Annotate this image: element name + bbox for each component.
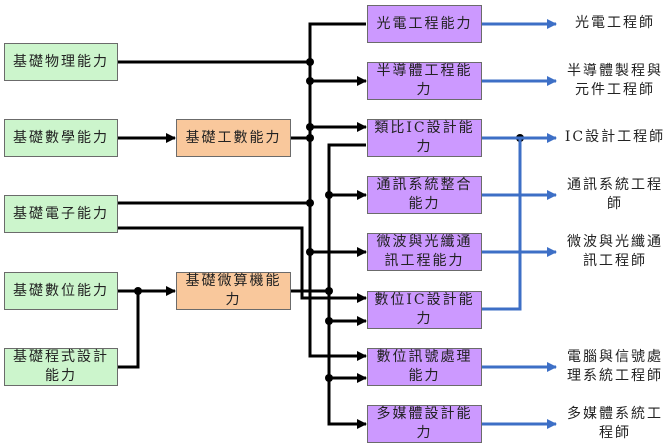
advanced-analog-ic: 類比IC設計能力 bbox=[367, 119, 482, 157]
foundation-math: 基礎數學能力 bbox=[4, 119, 118, 157]
advanced-optoelectronics: 光電工程能力 bbox=[367, 5, 482, 43]
advanced-multimedia: 多媒體設計能力 bbox=[367, 405, 482, 443]
career-microwave-fiber: 微波與光纖通訊工程師 bbox=[567, 234, 663, 269]
advanced-microwave-fiber: 微波與光纖通訊工程能力 bbox=[367, 233, 482, 271]
career-multimedia: 多媒體系統工程師 bbox=[567, 406, 663, 441]
advanced-digital-ic: 數位IC設計能力 bbox=[367, 291, 482, 329]
career-semiconductor: 半導體製程與元件工程師 bbox=[567, 63, 663, 98]
career-comm-system: 通訊系統工程師 bbox=[567, 177, 663, 212]
intermediate-engineering-math: 基礎工數能力 bbox=[176, 119, 291, 157]
foundation-physics: 基礎物理能力 bbox=[4, 43, 118, 81]
career-ic-design: IC設計工程師 bbox=[564, 129, 666, 145]
foundation-electronics: 基礎電子能力 bbox=[4, 195, 118, 233]
bus-2 bbox=[327, 143, 367, 429]
career-computer-signal: 電腦與信號處理系統工程師 bbox=[567, 349, 663, 384]
advanced-dsp: 數位訊號處理能力 bbox=[367, 348, 482, 386]
line-electronics-2 bbox=[118, 226, 367, 303]
career-optoelectronics: 光電工程師 bbox=[575, 15, 655, 31]
foundation-programming: 基礎程式設計能力 bbox=[4, 348, 118, 386]
advanced-semiconductor: 半導體工程能力 bbox=[367, 62, 482, 100]
line-programming bbox=[118, 291, 140, 369]
foundation-digital: 基礎數位能力 bbox=[4, 272, 118, 310]
bus-1 bbox=[308, 22, 367, 361]
advanced-comm-system: 通訊系統整合能力 bbox=[367, 176, 482, 214]
intermediate-microcomputer: 基礎微算機能力 bbox=[176, 272, 291, 310]
